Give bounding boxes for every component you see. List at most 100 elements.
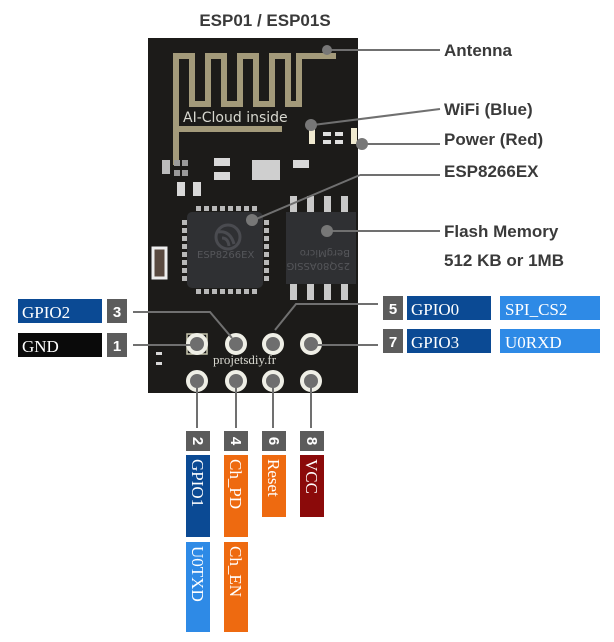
pin-alt-box xyxy=(500,329,600,353)
chip-pad xyxy=(182,252,187,257)
chip-pad xyxy=(264,220,269,225)
smd-components xyxy=(151,128,357,280)
pin-5: 5 GPIO0 SPI_CS2 xyxy=(383,296,600,320)
chip-pad xyxy=(182,244,187,249)
chip-pad xyxy=(204,206,209,211)
pin-2-label: GPIO1 xyxy=(188,459,207,507)
bottom-pin-leaders xyxy=(196,385,312,428)
pin-number-box xyxy=(224,431,248,451)
chip-pad xyxy=(182,268,187,273)
pin-label-box xyxy=(18,333,102,357)
chip-pad xyxy=(236,206,241,211)
chip-pad xyxy=(264,236,269,241)
pin-5-alt: SPI_CS2 xyxy=(505,300,567,319)
chip-pad xyxy=(220,206,225,211)
pin-label-box xyxy=(300,455,324,517)
antenna-trace xyxy=(173,53,336,165)
pin-3-number: 3 xyxy=(113,304,121,321)
pin-8-number: 8 xyxy=(303,437,320,445)
pin-4-alt: Ch_EN xyxy=(226,546,245,597)
chip-pad xyxy=(264,260,269,265)
chip-pad xyxy=(228,289,233,294)
pin-alt-box xyxy=(224,542,248,632)
callout-antenna: Antenna xyxy=(444,41,513,60)
pin-8-label: VCC xyxy=(302,459,321,494)
right-pin-leaders xyxy=(274,303,378,346)
callout-esp8266: ESP8266EX xyxy=(444,162,539,181)
chip-pad xyxy=(244,206,249,211)
pin-label-box xyxy=(18,299,102,323)
chip-pad xyxy=(204,289,209,294)
pin-alt-box xyxy=(186,542,210,632)
chip-pad xyxy=(236,289,241,294)
chip-pad xyxy=(264,252,269,257)
chip-pad xyxy=(182,260,187,265)
chip-pad xyxy=(228,206,233,211)
callout-flash: Flash Memory xyxy=(444,222,559,241)
chip-pad xyxy=(182,228,187,233)
chip-pad xyxy=(182,220,187,225)
chip-pad xyxy=(264,228,269,233)
watermark: projetsdiy.fr xyxy=(213,352,277,367)
chip-pad xyxy=(182,276,187,281)
pin-number-box xyxy=(383,296,403,320)
pin-7-label: GPIO3 xyxy=(411,333,459,352)
pin-label-box xyxy=(262,455,286,517)
chip-pad xyxy=(252,289,257,294)
antenna-silkscreen-text: AI-Cloud inside xyxy=(183,110,288,126)
pin-5-number: 5 xyxy=(389,301,397,318)
pin-6: 6 Reset xyxy=(262,431,286,517)
callout-flash-size: 512 KB or 1MB xyxy=(444,251,564,270)
diagram-title: ESP01 / ESP01S xyxy=(199,11,330,30)
pin-3: GPIO2 3 xyxy=(18,299,127,323)
pin-3-label: GPIO2 xyxy=(22,303,70,322)
pin-6-number: 6 xyxy=(265,437,282,445)
chip-pad xyxy=(264,268,269,273)
pin-2-alt: U0TXD xyxy=(188,546,207,602)
callout-wifi-led: WiFi (Blue) xyxy=(444,100,533,119)
pin-number-box xyxy=(383,329,403,353)
pin-1-number: 1 xyxy=(113,338,121,355)
pin-8: 8 VCC xyxy=(300,431,324,517)
pin-label-box xyxy=(224,455,248,537)
pin-number-box xyxy=(262,431,286,451)
callout-power-led: Power (Red) xyxy=(444,130,543,149)
esp8266-chip: ESP8266EX xyxy=(182,206,269,294)
pin-label-box xyxy=(186,455,210,537)
pin-label-box xyxy=(407,329,491,353)
pin-number-box xyxy=(107,333,127,357)
pin-2-number: 2 xyxy=(189,437,206,445)
pin-2: 2 GPIO1 U0TXD xyxy=(186,431,210,632)
pin-number-box xyxy=(107,299,127,323)
pin-alt-box xyxy=(500,296,600,320)
pin-4-label: Ch_PD xyxy=(226,459,245,509)
pin-hole xyxy=(262,333,284,355)
espressif-logo xyxy=(214,223,242,251)
chip-pad xyxy=(264,276,269,281)
pin-7-number: 7 xyxy=(389,334,397,351)
pin-header: projetsdiy.fr xyxy=(156,333,322,392)
pin-number-box xyxy=(186,431,210,451)
chip-pad xyxy=(264,244,269,249)
left-pin-leaders xyxy=(133,311,233,346)
pin-5-label: GPIO0 xyxy=(411,300,459,319)
chip-pad xyxy=(196,289,201,294)
callout-leaders xyxy=(246,45,441,237)
pin-number-box xyxy=(300,431,324,451)
chip-label: ESP8266EX xyxy=(197,250,254,261)
pin-1: GND 1 xyxy=(18,333,127,357)
chip-pad xyxy=(252,206,257,211)
chip-pad xyxy=(244,289,249,294)
pin-4: 4 Ch_PD Ch_EN xyxy=(224,431,248,632)
pin-6-label: Reset xyxy=(264,459,283,497)
pin-hole xyxy=(225,333,247,355)
chip-pad xyxy=(212,206,217,211)
flash-label-line2: 25Q80ASSIG xyxy=(286,260,350,271)
pin-7-alt: U0RXD xyxy=(505,333,562,352)
pin-4-number: 4 xyxy=(227,437,244,446)
flash-chip: BergMicro 25Q80ASSIG xyxy=(286,196,356,300)
chip-pad xyxy=(212,289,217,294)
pin-1-label: GND xyxy=(22,337,59,356)
pin-label-box xyxy=(407,296,491,320)
